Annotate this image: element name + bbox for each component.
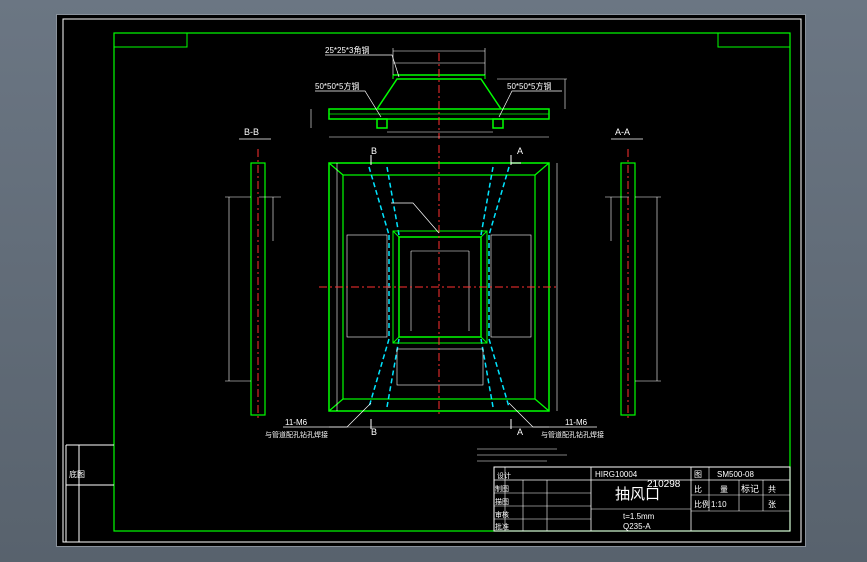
cad-drawing-canvas: 底图 25*25*3角钢 50*50*5方钢 50*50*5方钢 [62, 18, 802, 543]
title-col-label-4: 比 [694, 484, 702, 494]
bolt-right-label: 11-M6 [565, 418, 588, 427]
hidden-wall-right-bottom [488, 338, 510, 408]
part-code: HIRG10004 [595, 470, 638, 479]
left-side-box: 底图 [65, 444, 114, 542]
title-col-label-3: 标记 [741, 483, 759, 494]
title-col-label-5: 共 [768, 485, 776, 494]
hidden-wall-right-top [488, 166, 510, 236]
angle-left-label: 50*50*5方钢 [315, 81, 359, 91]
title-row-label-trace: 描图 [495, 497, 509, 506]
outer-border [62, 18, 802, 543]
rotated-ditu-label: 底图 [69, 469, 85, 479]
bolt-note-left: 与管道配孔钻孔焊接 [265, 430, 328, 439]
material-label: Q235-A [623, 522, 651, 531]
part-name: 抽风口 [615, 486, 660, 503]
inner-frame [113, 32, 791, 532]
top-right-stub [717, 33, 790, 48]
square-tube-left [376, 118, 388, 129]
part-number: 210298 [647, 479, 681, 490]
section-b-title: B-B [244, 127, 259, 137]
mark-b-top: B [371, 146, 377, 156]
title-col-label-6: 张 [768, 500, 776, 509]
angle-small-label: 25*25*3角钢 [325, 45, 369, 55]
revision-notes [477, 448, 567, 462]
top-left-stub [114, 33, 188, 48]
mark-a-bottom: A [517, 427, 523, 437]
title-row-label-design: 设计 [497, 471, 511, 480]
title-block: 设计 制图 描图 审核 批准 HIRG10004 210298 抽风口 t=1.… [493, 466, 791, 532]
title-row-label-draw: 制图 [495, 484, 509, 493]
angle-right-label: 50*50*5方钢 [507, 81, 551, 91]
mark-b-bottom: B [371, 427, 377, 437]
thickness-label: t=1.5mm [623, 512, 655, 521]
title-row-label-scale: 比例 [694, 499, 710, 509]
scale-value: 1:10 [711, 500, 727, 509]
bolt-note-right: 与管道配孔钻孔焊接 [541, 430, 604, 439]
drawing-number: SM500-08 [717, 470, 754, 479]
title-col-label-2: 量 [720, 485, 728, 494]
hidden-wall-left-top [368, 166, 390, 236]
bolt-left-label: 11-M6 [285, 418, 308, 427]
title-col-label-1: 图 [694, 470, 702, 479]
title-row-label-approve: 批准 [495, 522, 509, 531]
hidden-wall-left-bottom [368, 338, 390, 408]
drawing-viewport[interactable]: 底图 25*25*3角钢 50*50*5方钢 50*50*5方钢 [56, 14, 806, 547]
square-tube-right [492, 118, 504, 129]
mark-a-top: A [517, 146, 523, 156]
section-a-view: A-A [605, 127, 661, 419]
top-view: 25*25*3角钢 50*50*5方钢 50*50*5方钢 [310, 45, 567, 139]
section-a-title: A-A [615, 127, 630, 137]
title-row-label-check: 审核 [495, 510, 509, 519]
front-view: B A B A 11-M6 11-M6 与管道配孔钻孔焊接 与管道配孔钻孔焊接 [265, 145, 604, 439]
section-b-view: B-B [225, 127, 281, 419]
hood-outline [376, 78, 502, 110]
